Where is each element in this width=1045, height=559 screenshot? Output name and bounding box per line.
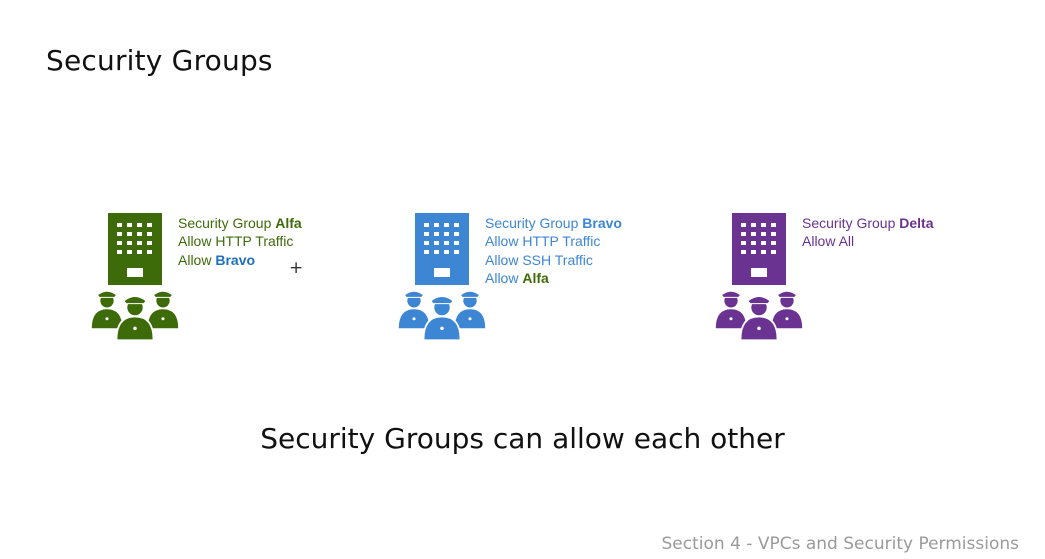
rule-item: Allow Alfa	[485, 269, 622, 287]
group-title: Security Group Alfa	[178, 214, 302, 232]
footer-section-label: Section 4 - VPCs and Security Permission…	[661, 534, 1019, 554]
security-group-bravo-label: Security Group Bravo Allow HTTP Traffic …	[485, 214, 622, 287]
security-group-delta-label: Security Group Delta Allow All	[802, 214, 934, 251]
group-title: Security Group Bravo	[485, 214, 622, 232]
rule-item: Allow HTTP Traffic	[485, 233, 601, 250]
group-title-prefix: Security Group	[802, 215, 896, 231]
group-title-prefix: Security Group	[178, 215, 272, 231]
rule-prefix: Allow	[178, 251, 212, 268]
rule-ref-alfa: Alfa	[522, 269, 549, 286]
rule-item: Allow SSH Traffic	[485, 251, 593, 268]
building-with-guards-icon	[89, 213, 181, 342]
rule-ref-bravo: Bravo	[215, 251, 256, 268]
group-title-prefix: Security Group	[485, 215, 579, 231]
group-title: Security Group Delta	[802, 214, 934, 232]
security-group-alfa-label: Security Group Alfa Allow HTTP Traffic A…	[178, 214, 302, 269]
headline: Security Groups can allow each other	[260, 422, 785, 455]
plus-icon: +	[289, 258, 304, 278]
rule-prefix: Allow	[485, 269, 519, 286]
building-with-guards-icon	[396, 213, 488, 342]
group-title-name: Delta	[899, 215, 934, 231]
slide-title: Security Groups	[46, 44, 273, 77]
group-title-name: Alfa	[275, 215, 302, 231]
rule-item: Allow HTTP Traffic	[178, 233, 294, 250]
group-title-name: Bravo	[582, 215, 622, 231]
building-with-guards-icon	[713, 213, 805, 342]
rule-item: Allow All	[802, 233, 855, 250]
rule-item: Allow Bravo	[178, 251, 302, 269]
